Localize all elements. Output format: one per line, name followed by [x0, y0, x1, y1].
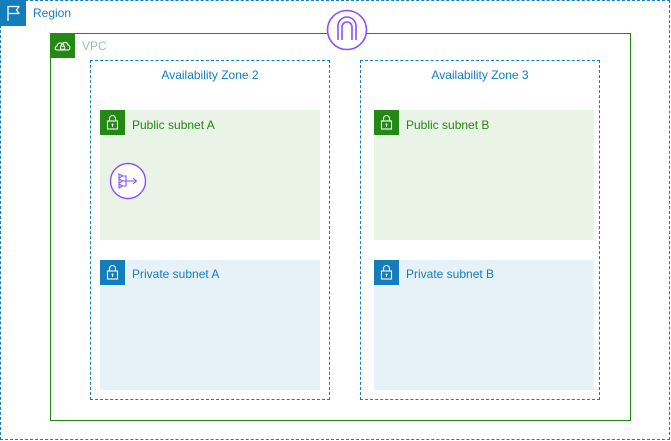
public-subnet-b	[374, 110, 594, 240]
availability-zone-3-label: Availability Zone 3	[431, 68, 529, 82]
cloud-lock-icon	[50, 33, 75, 58]
lock-icon	[100, 110, 125, 135]
availability-zone-2-label: Availability Zone 2	[161, 68, 259, 82]
region-label: Region	[33, 6, 72, 20]
nat-gateway-icon	[109, 162, 147, 200]
lock-icon	[374, 260, 399, 285]
vpc-label: VPC	[82, 39, 107, 53]
private-subnet-a-label: Private subnet A	[132, 267, 220, 281]
private-subnet-b	[374, 260, 594, 390]
lock-icon	[100, 260, 125, 285]
public-subnet-a-label: Public subnet A	[132, 118, 215, 132]
public-subnet-b-label: Public subnet B	[406, 118, 490, 132]
private-subnet-b-label: Private subnet B	[406, 267, 495, 281]
private-subnet-a	[100, 260, 320, 390]
lock-icon	[374, 110, 399, 135]
flag-icon	[0, 0, 26, 26]
internet-gateway-icon	[326, 9, 368, 51]
